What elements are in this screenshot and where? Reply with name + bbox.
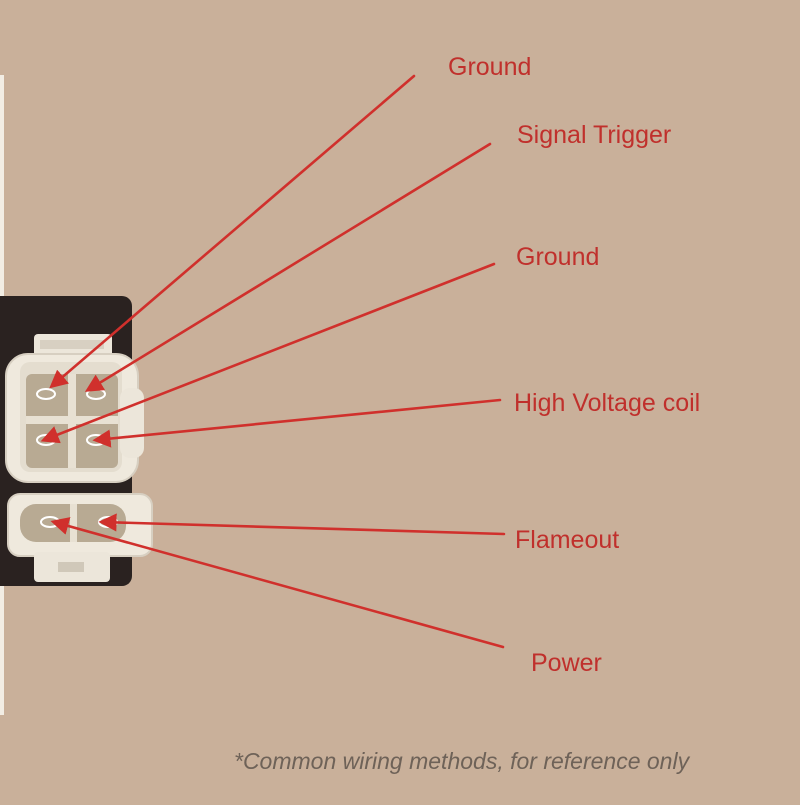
pin-ground-top <box>36 388 56 400</box>
pointer-line-ground-top <box>49 74 416 389</box>
label-power: Power <box>531 649 602 677</box>
pointer-line-ground-middle <box>40 262 496 444</box>
label-flameout: Flameout <box>515 526 620 554</box>
label-ground-top: Ground <box>448 53 532 81</box>
pointer-line-high-voltage-coil <box>92 398 502 448</box>
reference-note: *Common wiring methods, for reference on… <box>234 748 690 774</box>
label-signal-trigger: Signal Trigger <box>517 121 672 149</box>
label-high-voltage-coil: High Voltage coil <box>514 389 701 417</box>
pointer-line-signal-trigger <box>84 142 492 392</box>
label-ground-middle: Ground <box>516 243 600 271</box>
pointer-line-power <box>50 517 505 649</box>
pointer-line-flameout <box>98 513 506 536</box>
